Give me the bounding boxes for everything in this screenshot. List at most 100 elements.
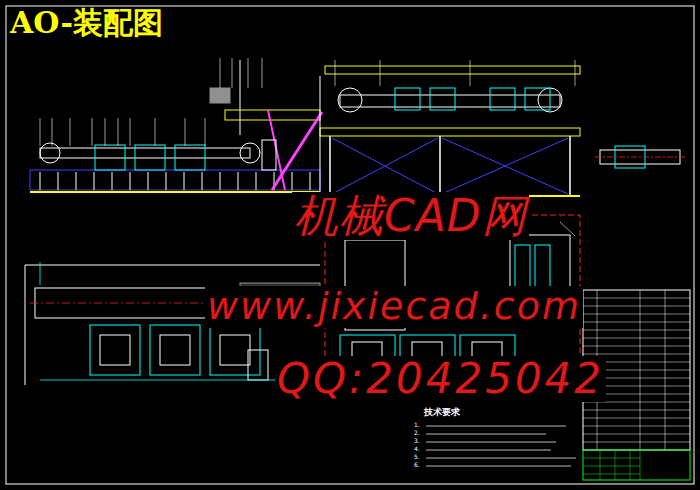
leader-line <box>560 222 575 236</box>
leader-line <box>220 58 221 88</box>
station-block <box>525 88 550 110</box>
floor-line <box>30 191 320 193</box>
support-leg <box>148 172 149 190</box>
support-leg <box>76 172 77 190</box>
table-row <box>583 410 690 411</box>
table-row <box>583 338 690 339</box>
cylinder <box>262 140 276 170</box>
truss <box>442 138 568 194</box>
drawing-title: AO-装配图 <box>10 6 163 39</box>
cylinder-core <box>100 335 130 365</box>
table-column <box>665 290 666 450</box>
table-row <box>583 426 690 427</box>
leader-line <box>70 118 71 146</box>
support-leg <box>166 172 167 190</box>
leader-line <box>105 118 106 146</box>
column <box>439 136 441 196</box>
column <box>320 76 321 196</box>
leader-line <box>248 58 249 88</box>
note-number: 6. <box>414 462 420 469</box>
note-number: 4. <box>414 446 420 453</box>
outline <box>25 265 26 385</box>
leader-line <box>232 58 233 88</box>
leader-line <box>380 60 381 86</box>
support-leg <box>40 172 41 190</box>
dimension-line <box>40 262 41 285</box>
truss <box>442 138 568 194</box>
leader-line <box>335 60 336 86</box>
top-frame <box>325 66 580 74</box>
table-row <box>583 354 690 355</box>
dimension-line <box>40 380 310 381</box>
table-column <box>615 450 616 480</box>
support-leg <box>256 172 257 190</box>
cylinder-unit <box>90 325 140 375</box>
support-leg <box>220 172 221 190</box>
note-number: 2. <box>414 430 420 437</box>
pulley <box>240 143 260 163</box>
note-text-stroke <box>426 442 556 443</box>
table-column <box>630 450 631 480</box>
conveyor-belt <box>40 148 250 158</box>
station-block <box>430 88 455 110</box>
watermark: www.jixiecad.com <box>205 286 583 328</box>
watermark: QQ:20425042 <box>275 356 606 402</box>
column <box>329 136 331 196</box>
table-row <box>583 442 690 443</box>
conveyor-belt <box>340 95 560 107</box>
bracket <box>248 350 268 380</box>
leader-line <box>575 60 576 86</box>
table-row <box>583 418 690 419</box>
note-text-stroke <box>426 458 576 459</box>
table-column <box>640 290 641 450</box>
station-block <box>95 145 125 170</box>
pulley <box>338 88 362 112</box>
table-row <box>583 298 690 299</box>
support-leg <box>112 172 113 190</box>
table-row <box>583 458 640 459</box>
support-leg <box>58 172 59 190</box>
table-row <box>583 314 690 315</box>
support-leg <box>184 172 185 190</box>
leader-line <box>185 118 186 146</box>
requirements-heading: 技术要求 <box>424 408 460 418</box>
station-block <box>135 145 165 170</box>
support-leg <box>310 172 311 190</box>
title-block <box>583 450 690 480</box>
leader-line <box>470 60 471 86</box>
leader-line <box>130 118 131 146</box>
motor <box>210 88 230 103</box>
table-column <box>600 450 601 480</box>
table-row <box>583 330 690 331</box>
note-text-stroke <box>426 426 566 427</box>
note-text-stroke <box>426 466 571 467</box>
cross-beam <box>225 110 320 120</box>
table-row <box>583 346 690 347</box>
leader-line <box>205 118 206 146</box>
station-block <box>490 88 515 110</box>
truss <box>332 138 438 194</box>
platform <box>320 128 580 136</box>
pulley <box>40 143 60 163</box>
note-number: 3. <box>414 438 420 445</box>
leader-line <box>40 118 41 146</box>
center-line <box>595 157 686 158</box>
table-row <box>583 434 690 435</box>
truss <box>332 138 438 194</box>
support-leg <box>94 172 95 190</box>
support-leg <box>292 172 293 190</box>
swing-arm <box>272 112 322 190</box>
note-text-stroke <box>426 434 546 435</box>
support-leg <box>202 172 203 190</box>
note-number: 1. <box>414 422 420 429</box>
leader-line <box>52 118 53 146</box>
conveyor-base <box>30 170 320 190</box>
support-leg <box>238 172 239 190</box>
cylinder-core <box>160 335 190 365</box>
leader-line <box>155 118 156 146</box>
leader-line <box>240 60 241 135</box>
cylinder-unit <box>150 325 200 375</box>
outline <box>25 265 320 266</box>
